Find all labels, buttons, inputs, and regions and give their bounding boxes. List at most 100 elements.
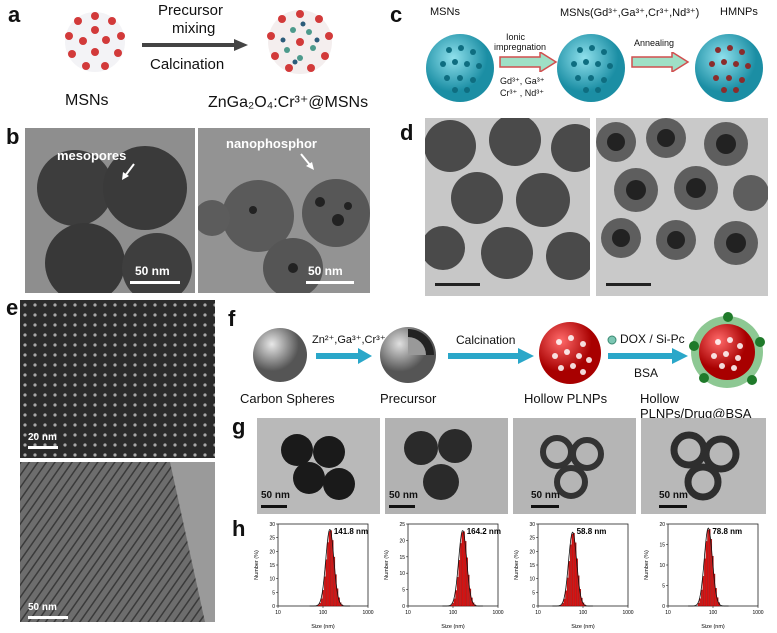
histogram-bar bbox=[320, 598, 323, 607]
panel-label-b: b bbox=[6, 124, 20, 149]
histogram-bar bbox=[317, 604, 320, 607]
histogram-bar bbox=[333, 556, 336, 607]
histogram-bar bbox=[568, 561, 570, 607]
histogram-bar bbox=[569, 544, 572, 607]
y-tick-label: 5 bbox=[532, 590, 535, 596]
scale-label-e-top: 20 nm bbox=[28, 432, 57, 443]
x-axis-label: Size (nm) bbox=[701, 624, 725, 630]
msn-caption: MSNs bbox=[65, 92, 109, 109]
histogram-bar bbox=[458, 560, 461, 607]
dox-dot-icon bbox=[607, 335, 617, 345]
mixing-label: mixing bbox=[172, 20, 216, 37]
y-tick-label: 20 bbox=[529, 549, 535, 555]
y-tick-label: 5 bbox=[272, 590, 275, 596]
scalebar-g3 bbox=[531, 505, 559, 508]
histogram-bar bbox=[712, 555, 714, 607]
carbon-sphere bbox=[253, 328, 307, 382]
y-tick-label: 30 bbox=[529, 522, 535, 528]
plot-frame bbox=[407, 523, 499, 607]
precursor-sphere bbox=[380, 327, 436, 383]
y-tick-label: 15 bbox=[659, 543, 665, 549]
bsa-label: BSA bbox=[634, 366, 659, 380]
doped-msn-sphere bbox=[557, 34, 625, 102]
histogram-bar bbox=[574, 542, 577, 607]
y-tick-label: 0 bbox=[272, 604, 275, 610]
histogram-bar bbox=[467, 574, 470, 607]
tem-image-g4: 50 nm bbox=[641, 418, 766, 514]
scalebar-d-left bbox=[435, 283, 480, 286]
histogram-bar bbox=[331, 540, 334, 607]
histogram-bar bbox=[455, 590, 457, 607]
scalebar-g4 bbox=[659, 505, 687, 508]
scalebar-b-left bbox=[130, 281, 180, 284]
panel-label-a: a bbox=[8, 2, 21, 27]
arrow-c1 bbox=[499, 52, 558, 72]
y-tick-label: 5 bbox=[402, 588, 405, 594]
x-tick-label: 100 bbox=[319, 610, 328, 616]
scale-label-g3: 50 nm bbox=[531, 490, 560, 501]
panel-label-g: g bbox=[232, 414, 246, 439]
x-axis-label: Size (nm) bbox=[311, 624, 335, 630]
tem-image-d-left bbox=[425, 118, 590, 296]
histogram-bar bbox=[713, 573, 716, 607]
histogram-bar bbox=[571, 533, 574, 607]
histogram-bar bbox=[322, 590, 325, 607]
ionic-label: Ionic bbox=[506, 32, 526, 42]
ions-label-1: Gd³⁺, Ga³⁺ bbox=[500, 76, 545, 86]
scalebar-g1 bbox=[261, 505, 287, 508]
histogram-bar bbox=[697, 602, 700, 607]
znga-msn-caption: ZnGa₂O₄:Cr³⁺@MSNs bbox=[208, 94, 369, 111]
histogram-bar bbox=[576, 558, 578, 607]
histogram-bar bbox=[450, 604, 453, 607]
impregnation-label: impregnation bbox=[494, 42, 547, 52]
peak-label: 58.8 nm bbox=[577, 527, 607, 536]
y-axis-label: Number (%) bbox=[384, 550, 390, 580]
histogram-bar bbox=[565, 590, 567, 607]
y-tick-label: 25 bbox=[269, 536, 275, 542]
tem-image-g3: 50 nm bbox=[513, 418, 636, 514]
x-axis-label: Size (nm) bbox=[571, 624, 595, 630]
histogram-bar bbox=[463, 531, 465, 607]
histogram-bar bbox=[702, 576, 705, 607]
y-tick-label: 5 bbox=[662, 584, 665, 590]
histogram-bar bbox=[460, 543, 462, 607]
y-tick-label: 15 bbox=[269, 563, 275, 569]
x-tick-label: 10 bbox=[405, 610, 411, 616]
y-tick-label: 25 bbox=[399, 522, 405, 528]
histogram-bar bbox=[452, 602, 454, 607]
tem-image-nanophosphor: nanophosphor 50 nm bbox=[198, 128, 370, 293]
precursor-caption: Precursor bbox=[380, 391, 437, 406]
peak-label: 164.2 nm bbox=[467, 527, 501, 536]
x-tick-label: 10 bbox=[535, 610, 541, 616]
msns-label-c: MSNs bbox=[430, 6, 460, 18]
scalebar-b-right bbox=[306, 281, 354, 284]
panel-label-d: d bbox=[400, 120, 414, 145]
y-tick-label: 0 bbox=[662, 604, 665, 610]
scalebar-g2 bbox=[389, 505, 415, 508]
peak-label: 78.8 nm bbox=[712, 527, 742, 536]
hmnps-label: HMNPs bbox=[720, 6, 758, 18]
scale-label-e-bottom: 50 nm bbox=[28, 602, 57, 613]
msns-doped-label: MSNs(Gd³⁺,Ga³⁺,Cr³⁺,Nd³⁺) bbox=[560, 7, 700, 19]
y-tick-label: 30 bbox=[269, 522, 275, 528]
histogram-bar bbox=[700, 589, 703, 607]
carbon-spheres-caption: Carbon Spheres bbox=[240, 391, 335, 406]
precursor-label: Precursor bbox=[158, 2, 224, 19]
histogram-bar bbox=[453, 598, 456, 607]
histogram-bar bbox=[464, 541, 467, 607]
x-tick-label: 1000 bbox=[622, 610, 633, 616]
tem-image-g1: 50 nm bbox=[257, 418, 380, 514]
x-tick-label: 100 bbox=[579, 610, 588, 616]
histogram-bar bbox=[577, 575, 580, 607]
fit-curve bbox=[688, 527, 729, 607]
panel-label-c: c bbox=[390, 2, 403, 27]
y-tick-label: 0 bbox=[532, 604, 535, 610]
y-tick-label: 25 bbox=[529, 536, 535, 542]
y-axis-label: Number (%) bbox=[514, 550, 520, 580]
histogram-bar bbox=[707, 529, 709, 607]
tem-image-mesopores: mesopores 50 nm bbox=[25, 128, 195, 293]
x-axis-label: Size (nm) bbox=[441, 624, 465, 630]
